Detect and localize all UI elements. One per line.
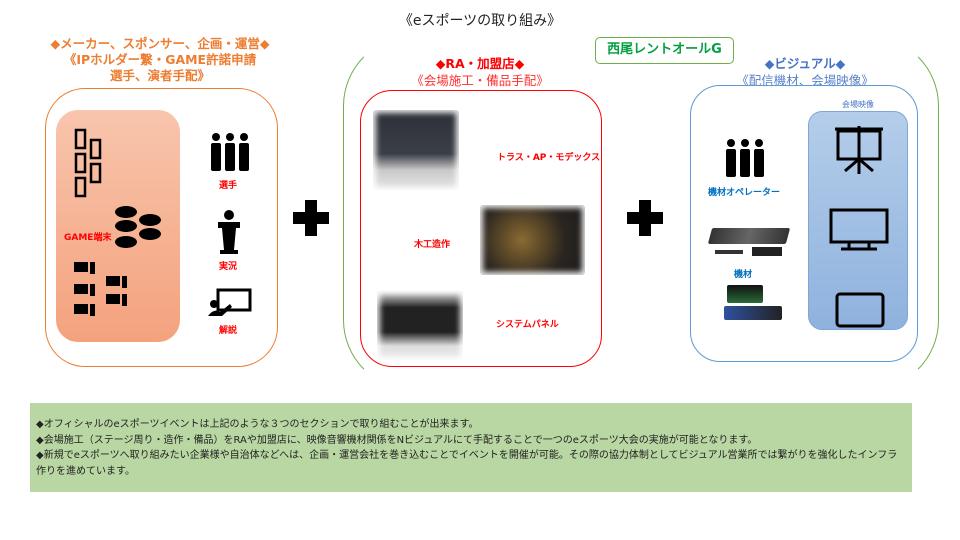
note-line: ◆オフィシャルのeスポーツイベントは上記のような３つのセクションで取り組むことが… [36, 419, 479, 430]
commentary-label: 実況 [219, 262, 238, 272]
projector-screen-icon [835, 126, 883, 174]
page-title: 《eスポーツの取り組み》 [398, 13, 562, 29]
equipment-label: 機材 [734, 270, 753, 280]
plus-icon [627, 200, 663, 236]
monitor-icon [829, 208, 889, 251]
podium-icon [218, 210, 240, 254]
operator-label: 機材オペレーター [708, 188, 781, 198]
switcher-equipment-image [707, 228, 791, 244]
tablet-icon [835, 292, 885, 328]
woodwork-label: 木工造作 [414, 240, 451, 250]
woodwork-photo [480, 205, 585, 275]
smartphone-icons [74, 128, 102, 198]
right-heading: ◆ビジュアル◆ [764, 56, 846, 71]
device-image [715, 250, 743, 254]
desktop-pc-icons [74, 262, 127, 316]
venue-video-panel [808, 111, 908, 330]
group-frame [343, 36, 939, 390]
note-line: ◆新規でeスポーツへ取り組みたい企業様や自治体などへは、企画・運営会社を巻き込む… [36, 450, 898, 477]
analysis-label: 解説 [219, 326, 238, 336]
game-device-panel: GAME端末 [56, 110, 180, 342]
right-subheading: 《配信機材、会場映像》 [736, 73, 874, 88]
group-label: 西尾レントオールG [595, 37, 734, 64]
right-section-box [690, 85, 918, 362]
players-icon [211, 133, 249, 171]
system-panel-photo [377, 290, 463, 360]
operators-icon [726, 139, 764, 177]
left-heading-sub2: 選手、演者手配》 [109, 68, 210, 83]
left-heading-title: ◆メーカー、スポンサー、企画・運営◆ [50, 36, 270, 51]
note-line: ◆会場施工（ステージ周り・造作・備品）をRAや加盟店に、映像音響機材関係をNビジ… [36, 434, 758, 446]
left-heading: ◆メーカー、スポンサー、企画・運営◆ 《IPホルダー繋・GAME許諾申請 選手、… [10, 36, 310, 84]
monitor-equipment-image [727, 285, 763, 303]
middle-subheading: 《会場施工・備品手配》 [411, 73, 549, 88]
players-label: 選手 [219, 181, 238, 191]
plus-icon [293, 200, 329, 236]
middle-heading: ◆RA・加盟店◆ [435, 56, 525, 71]
commentator-icon [208, 288, 252, 316]
truss-stage-photo [373, 110, 459, 190]
notes-box: ◆オフィシャルのeスポーツイベントは上記のような３つのセクションで取り組むことが… [30, 403, 912, 492]
truss-label: トラス・AP・モデックス [497, 153, 601, 163]
middle-section-box [360, 90, 602, 367]
left-section-box [45, 88, 278, 367]
system-panel-label: システムパネル [496, 320, 559, 330]
left-heading-sub1: 《IPホルダー繋・GAME許諾申請 [63, 52, 257, 67]
device-image [752, 247, 782, 256]
monitor-equipment-image [724, 306, 782, 320]
gamepad-icons [115, 206, 161, 248]
game-device-label: GAME端末 [64, 233, 112, 243]
venue-video-label: 会場映像 [842, 100, 874, 109]
